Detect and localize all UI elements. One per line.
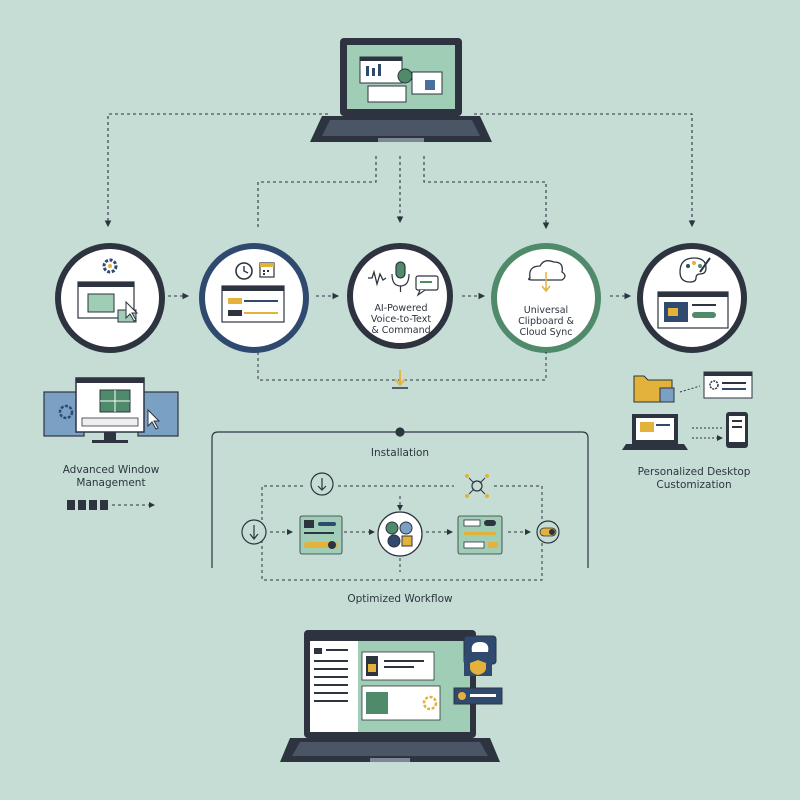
clock-icon <box>235 262 253 280</box>
workflow-steps <box>241 472 560 557</box>
waveform-icon <box>368 269 387 287</box>
gear-icon <box>102 258 118 274</box>
node-personalization <box>637 243 747 353</box>
merge-connector <box>257 352 547 389</box>
window-management-label: Advanced Window Management <box>62 464 160 489</box>
palette-icon <box>679 257 711 283</box>
progress-indicator <box>67 500 155 510</box>
laptop-icon <box>622 414 688 450</box>
node-window-management <box>55 243 165 353</box>
workflow-bracket <box>211 427 589 568</box>
top-connectors <box>104 113 696 230</box>
download-icon <box>392 370 408 389</box>
personalization-label: Personalized Desktop Customization <box>637 466 751 491</box>
cloud-download-icon <box>528 260 566 293</box>
settings-panel-icon <box>457 515 503 555</box>
settings-panel-icon <box>299 515 343 555</box>
download-icon <box>310 472 334 496</box>
toggle-icon <box>536 520 560 544</box>
network-icon <box>465 474 489 498</box>
personalization-illustration <box>622 371 753 450</box>
node-voice <box>347 243 453 349</box>
brain-icon <box>377 511 423 557</box>
calendar-icon <box>259 262 275 278</box>
bottom-laptop-icon <box>280 630 503 762</box>
node-clipboard <box>491 243 601 353</box>
microphone-icon <box>391 261 410 292</box>
voice-node-label: AI-Powered Voice-to-Text & Command <box>370 303 432 336</box>
shield-icon <box>464 656 492 676</box>
cursor-icon <box>125 300 139 322</box>
download-icon <box>241 519 267 545</box>
chat-icon <box>415 275 439 297</box>
phone-icon <box>726 412 748 448</box>
installation-label: Installation <box>370 447 430 459</box>
cursor-icon <box>147 408 161 430</box>
node-scheduling <box>199 243 309 353</box>
optimized-workflow-label: Optimized Workflow <box>347 593 453 605</box>
workflow-loop-connectors <box>261 485 543 581</box>
top-laptop-icon <box>310 38 492 142</box>
gear-icon <box>58 404 74 420</box>
clipboard-node-label: Universal Clipboard & Cloud Sync <box>518 305 574 338</box>
window-management-illustration <box>43 377 179 443</box>
